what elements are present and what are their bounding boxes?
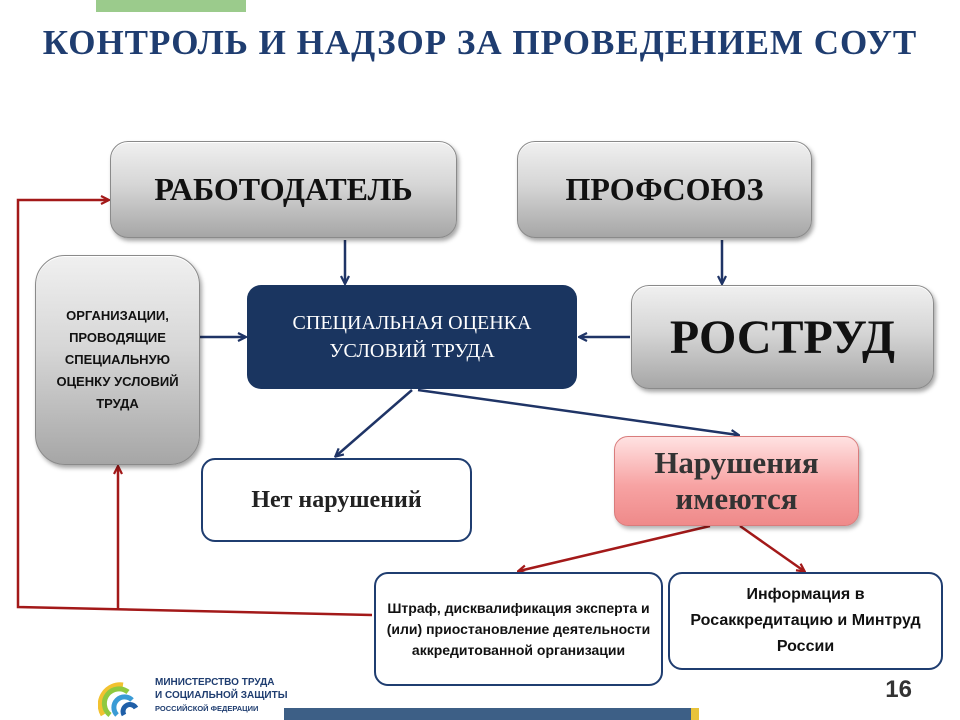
employer-node: РАБОТОДАТЕЛЬ — [110, 141, 457, 238]
ministry-logo-icon — [98, 682, 139, 717]
union-node: ПРОФСОЮЗ — [517, 141, 812, 238]
arrow-violations-to-penalty — [519, 524, 711, 571]
ministry-line-3: РОССИЙСКОЙ ФЕДЕРАЦИИ — [155, 704, 259, 713]
ministry-line-1: МИНИСТЕРСТВО ТРУДА — [155, 677, 275, 688]
violations-node: Нарушения имеются — [614, 436, 859, 526]
ministry-line-2: И СОЦИАЛЬНОЙ ЗАЩИТЫ — [155, 690, 288, 701]
top-accent-bar — [96, 0, 246, 12]
rostrud-node: РОСТРУД — [631, 285, 934, 389]
arrow-violations-to-info — [739, 524, 804, 571]
info-node: Информация в Росаккредитацию и Минтруд Р… — [668, 572, 943, 670]
arrow-sout-to-violations — [417, 388, 738, 435]
bottom-bar-accent — [691, 708, 699, 720]
special-assessment-node: СПЕЦИАЛЬНАЯ ОЦЕНКА УСЛОВИЙ ТРУДА — [247, 285, 577, 389]
penalty-node: Штраф, дисквалификация эксперта и (или) … — [374, 572, 663, 686]
page-title: КОНТРОЛЬ И НАДЗОР ЗА ПРОВЕДЕНИЕМ СОУТ — [42, 23, 918, 62]
page-number: 16 — [885, 676, 912, 703]
arrow-sout-to-no-violations — [336, 389, 413, 456]
arrow-penalty-to-employer — [16, 200, 373, 617]
bottom-bar — [284, 708, 694, 720]
no-violations-node: Нет нарушений — [201, 458, 472, 542]
ministry-name: МИНИСТЕРСТВО ТРУДА И СОЦИАЛЬНОЙ ЗАЩИТЫ Р… — [155, 676, 288, 715]
assessment-organizations-node: ОРГАНИЗАЦИИ, ПРОВОДЯЩИЕ СПЕЦИАЛЬНУЮ ОЦЕН… — [35, 255, 200, 465]
